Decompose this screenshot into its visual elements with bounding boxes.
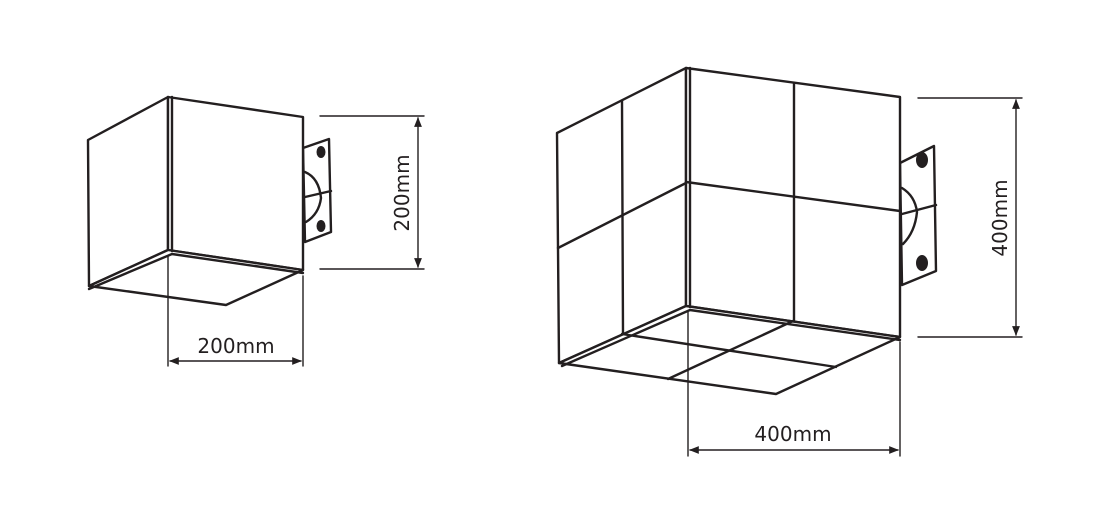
small-cube-lamp <box>86 95 333 307</box>
small-height-label: 200mm <box>390 154 414 231</box>
small-cube-bottom-face <box>87 248 305 307</box>
small-width-dimension: 200mm <box>167 255 304 367</box>
small-wall-bracket <box>301 137 333 244</box>
large-width-dimension: 400mm <box>687 311 901 457</box>
small-width-label: 200mm <box>197 334 274 358</box>
large-height-label: 400mm <box>988 179 1012 256</box>
small-cube-front-face <box>166 95 305 272</box>
large-width-label: 400mm <box>754 422 831 446</box>
large-wall-bracket <box>898 144 938 287</box>
large-height-dimension: 400mm <box>917 97 1023 338</box>
small-height-dimension: 200mm <box>319 115 425 270</box>
large-cube-lamp <box>555 66 938 396</box>
